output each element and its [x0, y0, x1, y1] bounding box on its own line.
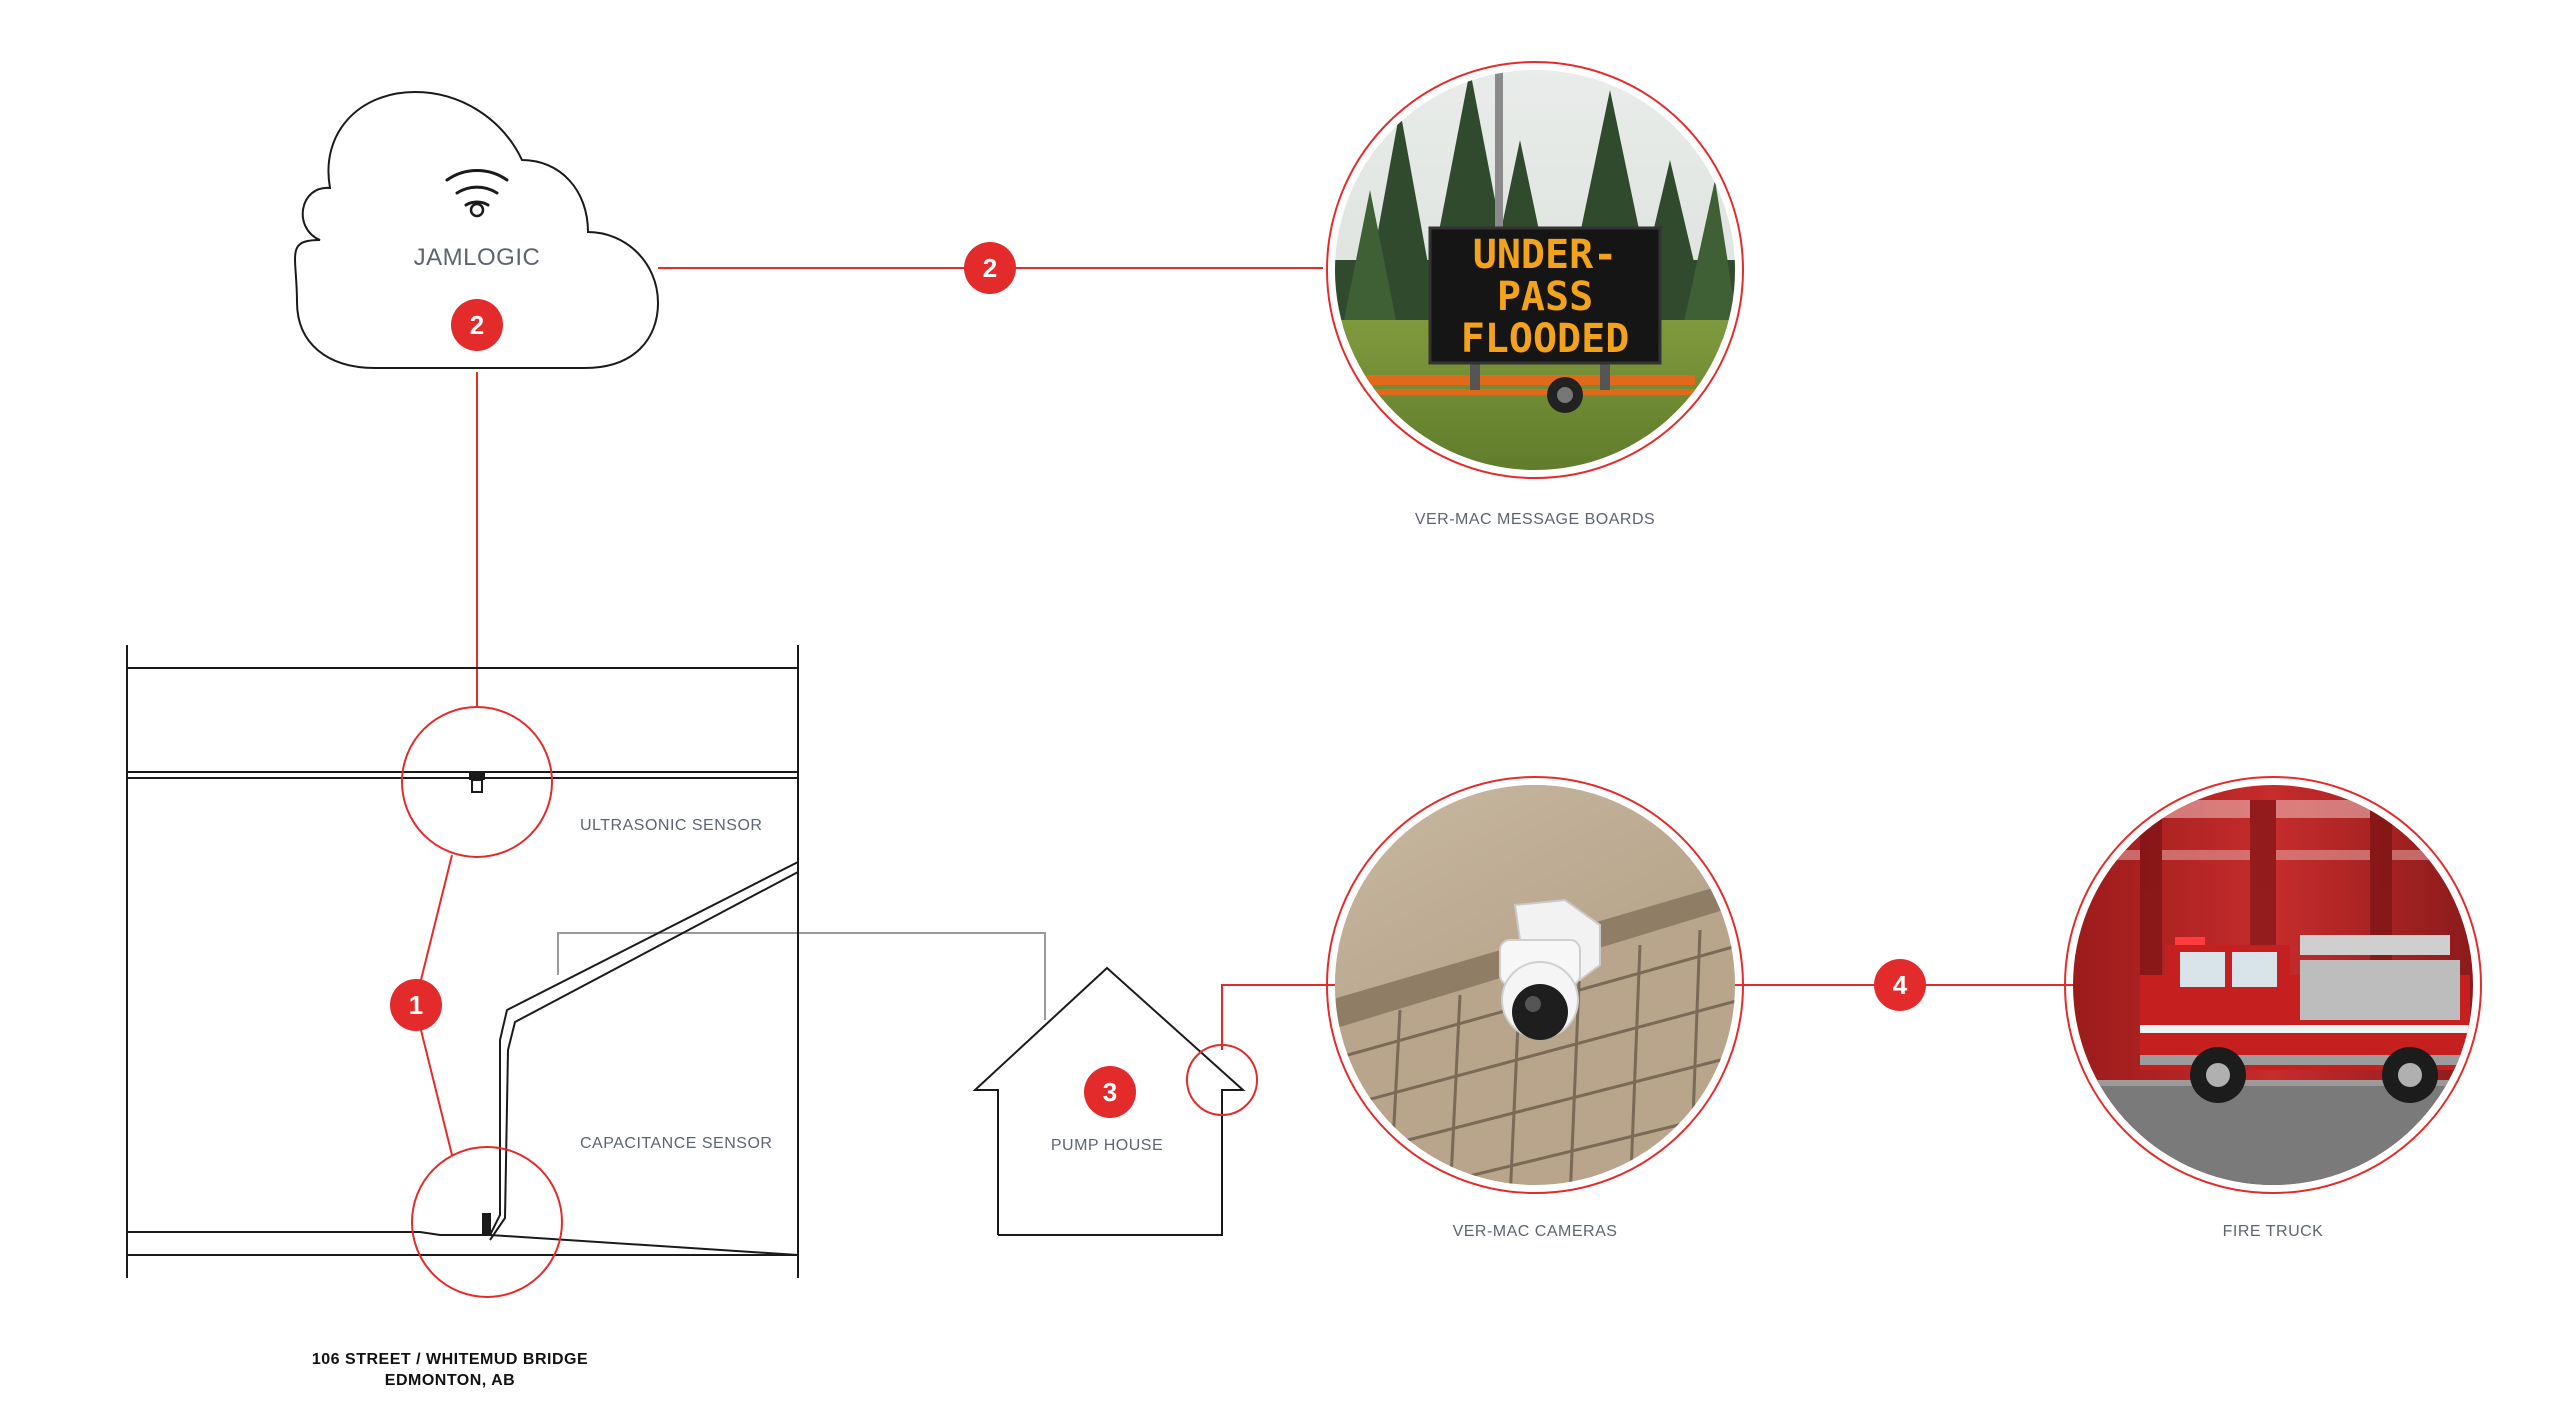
cameras-caption: VER-MAC CAMERAS — [1453, 1223, 1618, 1240]
sign-line-2: PASS — [1497, 274, 1593, 320]
link-ultrasonic-to-badge1 — [415, 854, 453, 1001]
fire-truck-caption: FIRE TRUCK — [2223, 1223, 2324, 1240]
link-badge-firetruck: 4 — [1874, 959, 1926, 1011]
sign-line-3: FLOODED — [1461, 316, 1630, 362]
road-link — [489, 1234, 799, 1256]
road-curve-inner — [489, 871, 799, 1241]
svg-text:4: 4 — [1893, 970, 1908, 1000]
sign-line-1: UNDER- — [1473, 232, 1618, 278]
svg-text:2: 2 — [470, 310, 484, 340]
cloud-shape — [294, 90, 660, 369]
pump-house-badge: 3 — [1084, 1066, 1136, 1118]
connection-lines — [415, 267, 2073, 1156]
link-pumphouse-to-cameras — [1221, 984, 1335, 1050]
wifi-icon — [445, 169, 509, 218]
link-badge-boards: 2 — [964, 242, 1016, 294]
sensors-badge: 1 — [390, 979, 442, 1031]
camera-photo — [1326, 776, 1744, 1194]
cloud-title: JAMLOGIC — [414, 244, 541, 271]
fire-truck-photo — [2064, 776, 2482, 1194]
road-curve — [419, 861, 799, 1236]
pump-house-connection-circle — [1186, 1044, 1258, 1116]
bridge-cross-section — [126, 645, 799, 1278]
capacitance-sensor-device — [482, 1213, 491, 1235]
cloud-badge: 2 — [451, 299, 503, 351]
capacitance-sensor-label: CAPACITANCE SENSOR — [580, 1135, 772, 1152]
message-board-caption: VER-MAC MESSAGE BOARDS — [1415, 511, 1655, 528]
location-line-2: EDMONTON, AB — [385, 1372, 515, 1389]
pump-house: 3 PUMP HOUSE — [972, 966, 1258, 1236]
svg-text:1: 1 — [409, 990, 423, 1020]
ultrasonic-sensor-device — [469, 772, 485, 793]
location-line-1: 106 STREET / WHITEMUD BRIDGE — [312, 1351, 588, 1368]
ultrasonic-highlight-circle — [401, 706, 553, 858]
message-board-photo: UNDER- PASS FLOODED — [1326, 61, 1744, 479]
capacitance-highlight-circle — [411, 1146, 563, 1298]
pump-house-outline — [972, 966, 1246, 1236]
svg-text:3: 3 — [1103, 1077, 1117, 1107]
link-badge1-to-capacitance — [415, 1009, 453, 1156]
pump-house-label: PUMP HOUSE — [1051, 1137, 1163, 1154]
link-drain-to-pumphouse — [557, 932, 1046, 1020]
svg-text:2: 2 — [983, 253, 997, 283]
ultrasonic-sensor-label: ULTRASONIC SENSOR — [580, 817, 762, 834]
jamlogic-cloud: JAMLOGIC 2 — [294, 90, 660, 369]
